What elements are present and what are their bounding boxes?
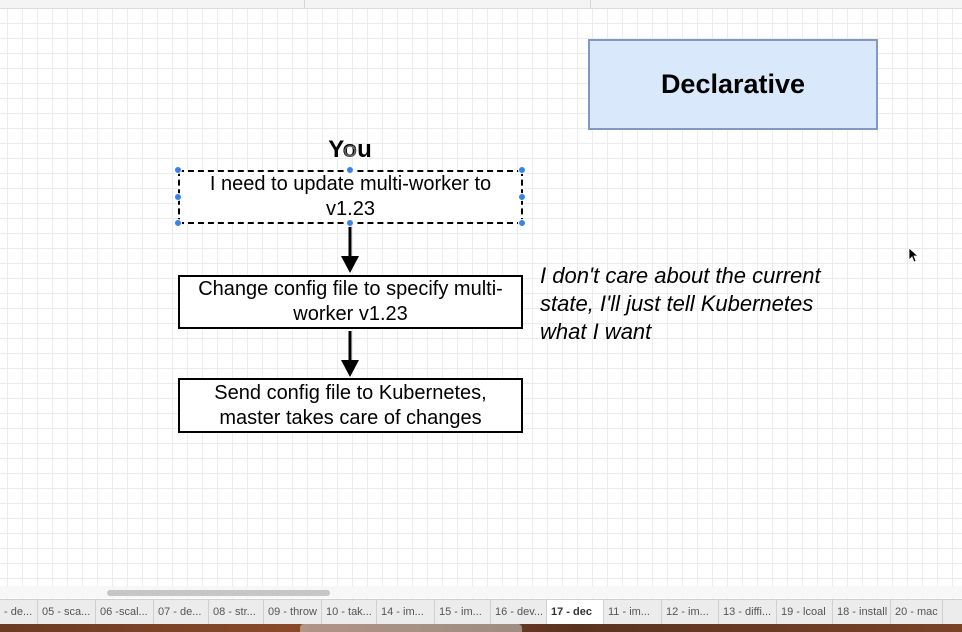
page-tab[interactable]: 20 - mac: [891, 600, 943, 625]
page-tab[interactable]: 17 - dec: [547, 600, 604, 625]
rotate-handle-icon[interactable]: [343, 144, 357, 158]
declarative-title-text: Declarative: [660, 69, 806, 99]
ruler-divider: [304, 0, 305, 8]
dock: [300, 624, 522, 632]
ruler-divider: [590, 0, 591, 8]
selection-handle[interactable]: [518, 219, 526, 227]
mouse-pointer-icon: [908, 247, 920, 263]
actor-label-text: You: [328, 136, 372, 163]
selection-handle[interactable]: [346, 219, 354, 227]
page-tab-bar: - de...05 - sca...06 -scal...07 - de...0…: [0, 599, 962, 625]
flow-step-1-text: I need to update multi-worker to v1.23: [209, 173, 492, 220]
page-tab[interactable]: 08 - str...: [209, 600, 264, 625]
page-tab[interactable]: 05 - sca...: [38, 600, 96, 625]
horizontal-scrollbar-thumb[interactable]: [107, 590, 330, 596]
flow-step-3-text: Send config file to Kubernetes, master t…: [214, 381, 487, 429]
selection-handle[interactable]: [174, 166, 182, 174]
page-tab[interactable]: - de...: [0, 600, 38, 625]
selection-handle[interactable]: [346, 166, 354, 174]
selection-handle[interactable]: [174, 219, 182, 227]
arrow-step2-to-step3[interactable]: [341, 331, 359, 377]
page-tab[interactable]: 13 - diffi...: [719, 600, 777, 625]
arrow-step1-to-step2[interactable]: [341, 226, 359, 273]
page-tab[interactable]: 14 - im...: [377, 600, 435, 625]
actor-label[interactable]: You: [300, 136, 400, 164]
page-tab[interactable]: 10 - tak...: [322, 600, 377, 625]
flow-step-3[interactable]: Send config file to Kubernetes, master t…: [178, 378, 523, 433]
selection-handle[interactable]: [518, 166, 526, 174]
page-tab[interactable]: 12 - im...: [662, 600, 719, 625]
flow-step-2[interactable]: Change config file to specify multi-work…: [178, 275, 523, 329]
declarative-title-box[interactable]: Declarative: [588, 39, 878, 130]
page-tab[interactable]: 09 - throw: [264, 600, 322, 625]
flow-step-1-selected[interactable]: I need to update multi-worker to v1.23: [178, 170, 523, 224]
page-tab[interactable]: 19 - lcoal: [777, 600, 833, 625]
selection-handle[interactable]: [518, 193, 526, 201]
annotation-note[interactable]: I don't care about the current state, I'…: [540, 262, 840, 346]
page-tab[interactable]: 07 - de...: [154, 600, 209, 625]
page-tab[interactable]: 11 - im...: [604, 600, 662, 625]
page-tab[interactable]: 15 - im...: [435, 600, 491, 625]
page-tab[interactable]: 18 - install: [833, 600, 891, 625]
top-ruler-strip: [0, 0, 962, 9]
page-tab[interactable]: 16 - dev...: [491, 600, 547, 625]
page-tab[interactable]: 06 -scal...: [96, 600, 154, 625]
diagram-canvas[interactable]: Declarative You I need to update multi-w…: [0, 0, 962, 600]
annotation-note-text: I don't care about the current state, I'…: [540, 263, 821, 344]
flow-step-2-text: Change config file to specify multi-work…: [198, 278, 503, 325]
selection-handle[interactable]: [174, 193, 182, 201]
